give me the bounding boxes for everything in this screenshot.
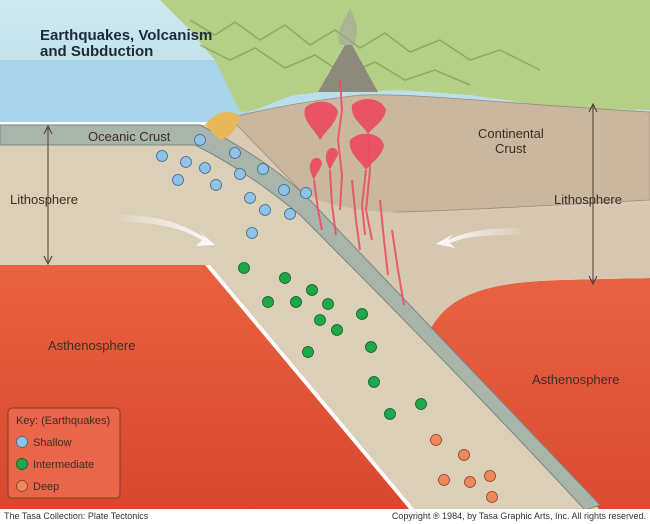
- key-intermediate-label: Intermediate: [33, 459, 94, 471]
- earthquake-dot-deep: [465, 477, 476, 488]
- earthquake-dot-deep: [439, 475, 450, 486]
- earthquake-dot-shallow: [200, 163, 211, 174]
- diagram-title-line2: and Subduction: [40, 43, 153, 60]
- earthquake-dot-shallow: [260, 205, 271, 216]
- earthquake-dot-shallow: [195, 135, 206, 146]
- label-asthenosphere-left: Asthenosphere: [48, 338, 135, 353]
- earthquake-dot-intermediate: [366, 342, 377, 353]
- label-lithosphere-left: Lithosphere: [10, 192, 78, 207]
- earthquake-dot-shallow: [235, 169, 246, 180]
- earthquake-dot-intermediate: [385, 409, 396, 420]
- earthquake-dot-deep: [459, 450, 470, 461]
- key-deep-dot: [17, 481, 28, 492]
- earthquake-dot-shallow: [173, 175, 184, 186]
- earthquake-dot-shallow: [181, 157, 192, 168]
- earthquake-dot-shallow: [157, 151, 168, 162]
- earthquake-dot-intermediate: [280, 273, 291, 284]
- earthquake-dot-intermediate: [307, 285, 318, 296]
- key-heading: Key: (Earthquakes): [16, 415, 110, 427]
- key-deep-label: Deep: [33, 481, 59, 493]
- earthquake-dot-shallow: [211, 180, 222, 191]
- diagram-title-line1: Earthquakes, Volcanism: [40, 27, 212, 44]
- earthquake-dot-intermediate: [357, 309, 368, 320]
- label-asthenosphere-right: Asthenosphere: [532, 372, 619, 387]
- earthquake-dot-shallow: [247, 228, 258, 239]
- key-shallow-label: Shallow: [33, 437, 72, 449]
- earthquake-dot-intermediate: [416, 399, 427, 410]
- earthquake-dot-shallow: [301, 188, 312, 199]
- label-oceanic-crust: Oceanic Crust: [88, 129, 171, 144]
- earthquake-dot-intermediate: [332, 325, 343, 336]
- earthquake-dot-intermediate: [263, 297, 274, 308]
- earthquake-dot-intermediate: [323, 299, 334, 310]
- key-intermediate-dot: [17, 459, 28, 470]
- earthquake-dot-intermediate: [239, 263, 250, 274]
- key-shallow-dot: [17, 437, 28, 448]
- earthquake-dot-deep: [487, 492, 498, 503]
- footer-copyright: Copyright ® 1984, by Tasa Graphic Arts, …: [392, 511, 646, 521]
- label-continental-crust-line2: Crust: [495, 141, 526, 156]
- earthquake-dot-shallow: [230, 148, 241, 159]
- earthquake-dot-intermediate: [291, 297, 302, 308]
- earthquake-dot-shallow: [258, 164, 269, 175]
- label-lithosphere-right: Lithosphere: [554, 192, 622, 207]
- earthquake-dot-shallow: [279, 185, 290, 196]
- earthquake-key: Key: (Earthquakes) Shallow Intermediate …: [8, 408, 120, 498]
- earthquake-dot-intermediate: [303, 347, 314, 358]
- footer-left-credit: The Tasa Collection: Plate Tectonics: [4, 511, 148, 521]
- earthquake-dot-intermediate: [369, 377, 380, 388]
- sea: [0, 60, 250, 122]
- earthquake-dot-shallow: [285, 209, 296, 220]
- earthquake-dot-deep: [485, 471, 496, 482]
- label-continental-crust-line1: Continental: [478, 126, 544, 141]
- earthquake-dot-deep: [431, 435, 442, 446]
- earthquake-dot-shallow: [245, 193, 256, 204]
- earthquake-dot-intermediate: [315, 315, 326, 326]
